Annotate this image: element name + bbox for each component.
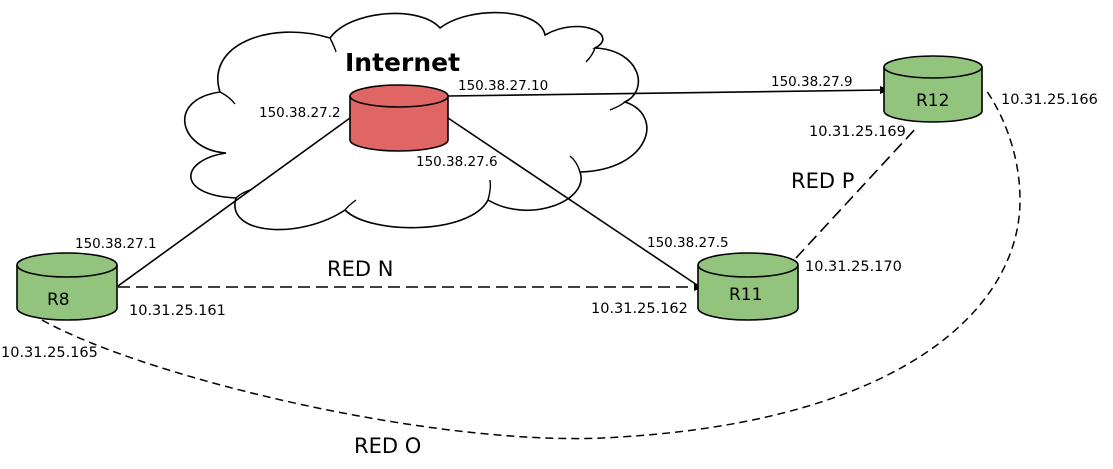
ip-inet-to-r11: 150.38.27.6 (416, 154, 498, 170)
ip-r8-public: 150.38.27.1 (75, 236, 157, 252)
ip-r8-red-o: 10.31.25.165 (1, 345, 98, 361)
r11-node: R11 (697, 252, 799, 321)
r8-node: R8 (16, 252, 118, 321)
link-internet-r11 (447, 117, 701, 288)
r8-label: R8 (47, 290, 70, 310)
ip-r12-red-p: 10.31.25.169 (809, 124, 906, 140)
cloud-label: Internet (345, 48, 460, 77)
ip-inet-to-r12: 150.38.27.10 (458, 78, 548, 94)
link-red-p (795, 125, 919, 259)
network-label-red-n: RED N (327, 257, 393, 281)
internet-router-node (349, 84, 449, 152)
r11-label: R11 (729, 285, 762, 305)
ip-r8-red-n: 10.31.25.161 (129, 303, 226, 319)
link-internet-r8 (117, 117, 351, 287)
r12-label: R12 (916, 91, 949, 111)
ip-r11-red-p: 10.31.25.170 (805, 259, 902, 275)
ip-r12-red-o: 10.31.25.166 (1001, 92, 1098, 108)
ip-r11-public: 150.38.27.5 (647, 235, 729, 251)
ip-r11-red-n: 10.31.25.162 (591, 301, 688, 317)
link-red-o (41, 89, 1021, 440)
network-label-red-o: RED O (354, 434, 421, 458)
r12-node: R12 (883, 55, 983, 123)
ip-r12-public: 150.38.27.9 (771, 74, 853, 90)
link-internet-r12 (447, 89, 885, 97)
network-label-red-p: RED P (791, 169, 854, 193)
ip-inet-to-r8: 150.38.27.2 (259, 105, 341, 121)
